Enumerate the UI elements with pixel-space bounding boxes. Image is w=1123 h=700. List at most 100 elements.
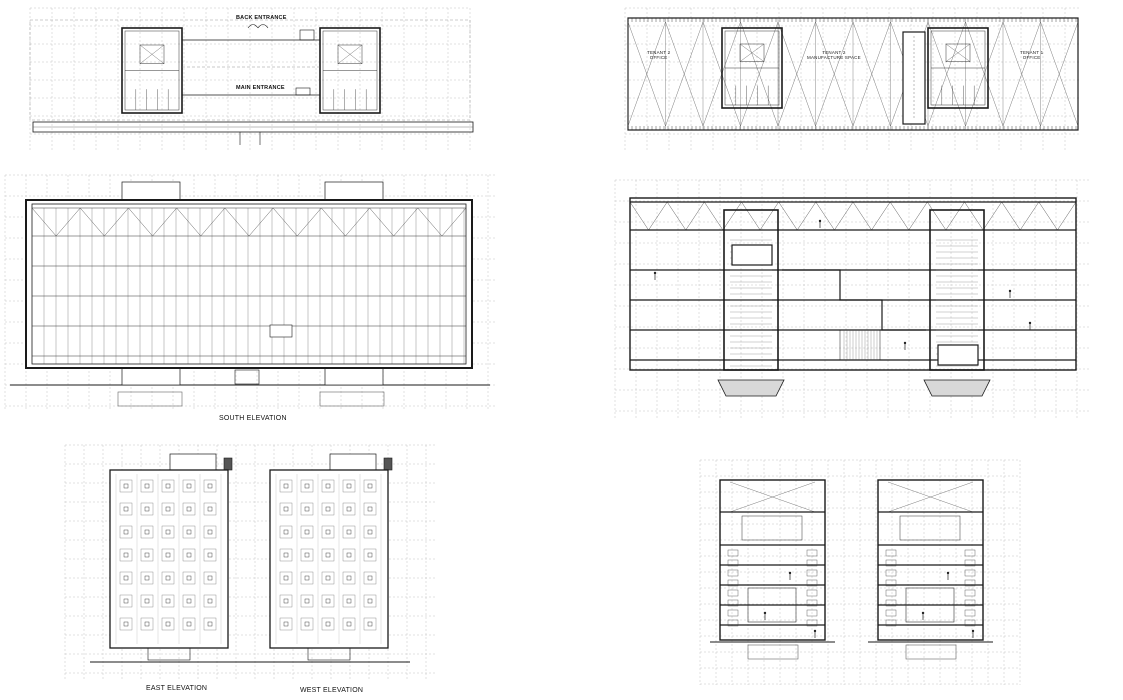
p3-roof-truss [80, 207, 105, 237]
p4-roof-truss [778, 201, 798, 231]
west-tower-window-core [346, 575, 352, 581]
east-tower-window [140, 525, 154, 539]
east-tower-window-core [186, 621, 192, 627]
p1-reception [295, 87, 311, 96]
p4-roof-truss [852, 201, 872, 231]
p4-roof-truss [834, 201, 854, 231]
p4-roof-truss [871, 201, 891, 231]
west-tower-window [279, 502, 293, 516]
p2-core-right [927, 27, 989, 109]
west-tower-window-core [283, 575, 289, 581]
east-tower-facade [109, 469, 229, 649]
p1-core-left-elevator-x [139, 44, 165, 64]
p3-footing-left [117, 391, 183, 407]
west-tower-window [321, 502, 335, 516]
cross-section-b-window-left [885, 559, 897, 567]
east-tower-window-core [186, 575, 192, 581]
west-tower-window [363, 571, 377, 585]
west-tower-window-core [325, 506, 331, 512]
east-tower-window-core [165, 621, 171, 627]
cross-section-a-person-figure [788, 571, 792, 575]
p1-back-door [247, 24, 269, 29]
west-tower-window [321, 617, 335, 631]
west-tower-window [321, 571, 335, 585]
west-tower-window [300, 525, 314, 539]
west-tower-window [279, 479, 293, 493]
east-tower-window [161, 571, 175, 585]
west-tower-window [342, 502, 356, 516]
west-tower-window-core [304, 483, 310, 489]
cross-section-b-window-left [885, 579, 897, 587]
cross-section-b-window-right [964, 579, 976, 587]
p2-core-left-elevator-x [739, 43, 765, 62]
west-tower-window-core [367, 598, 373, 604]
p3-roof-truss [55, 207, 81, 237]
p1-core-right-elevator-x [337, 44, 363, 64]
p4-person-figure [1028, 321, 1032, 325]
west-tower-window [363, 525, 377, 539]
east-tower-window [182, 571, 196, 585]
west-tower-window [342, 594, 356, 608]
east-tower-window-core [144, 483, 150, 489]
cross-section-b-window-right [964, 569, 976, 577]
west-tower-window-core [304, 598, 310, 604]
east-tower-window [140, 502, 154, 516]
cross-section-b-window-left [885, 569, 897, 577]
east-tower-window-core [207, 483, 213, 489]
east-tower-window-core [207, 598, 213, 604]
p4-roof-truss [1057, 201, 1077, 231]
east-tower-window-core [165, 552, 171, 558]
cross-section-b-person-figure [971, 629, 975, 633]
west-tower-window-core [346, 552, 352, 558]
longitudinal-section-drawing [614, 179, 1090, 420]
east-tower-window [140, 548, 154, 562]
cross-section-a-window-right [806, 579, 818, 587]
west-tower-window-core [367, 529, 373, 535]
west-tower-window [342, 525, 356, 539]
east-tower-window [203, 594, 217, 608]
p3-roof-truss [152, 207, 177, 237]
p4-roof-truss [741, 201, 761, 231]
p3-roof-truss [297, 207, 322, 237]
cross-section-b-window-right [964, 559, 976, 567]
cross-section-a-window-right [806, 589, 818, 597]
cross-section-a-window-left [727, 579, 739, 587]
east-tower-window [182, 594, 196, 608]
p1-core-left [121, 27, 183, 114]
tenant-right-label: TENANT 1 OFFICE [1020, 50, 1044, 60]
east-tower-window-core [123, 506, 129, 512]
east-tower-window-core [186, 529, 192, 535]
east-tower-window [161, 525, 175, 539]
main-entrance-label: MAIN ENTRANCE [236, 85, 285, 91]
east-tower-window-core [144, 598, 150, 604]
cross-section-a-footing [747, 644, 799, 660]
west-tower-window-core [346, 529, 352, 535]
west-tower-window-core [283, 598, 289, 604]
east-tower-window [161, 594, 175, 608]
west-tower-window-core [325, 483, 331, 489]
east-tower-window-core [144, 552, 150, 558]
p2-core-left-elevator [739, 43, 765, 62]
west-tower-window-core [346, 506, 352, 512]
p4-roof-truss [685, 201, 705, 231]
p2-truss-bay [1002, 21, 1041, 127]
cross-section-b-window-right [964, 589, 976, 597]
p1-core-left-elevator [139, 44, 165, 64]
tenant-left-label: TENANT 2 OFFICE [647, 50, 671, 60]
west-tower-window-core [283, 483, 289, 489]
p3-penthouse-right [324, 181, 384, 201]
p2-truss-bay [777, 21, 816, 127]
west-tower-window-core [367, 575, 373, 581]
east-tower-window [119, 594, 133, 608]
p2-truss-bay [815, 21, 854, 127]
west-tower-window [279, 617, 293, 631]
west-tower-window [342, 479, 356, 493]
west-tower-window [342, 548, 356, 562]
west-tower-window-core [346, 483, 352, 489]
cross-section-a-window-right [806, 569, 818, 577]
west-tower-window [300, 594, 314, 608]
east-tower-window [140, 571, 154, 585]
p4-roof-truss [1020, 201, 1039, 231]
ground-floor-plan-drawing [29, 7, 474, 150]
east-tower-window [182, 502, 196, 516]
